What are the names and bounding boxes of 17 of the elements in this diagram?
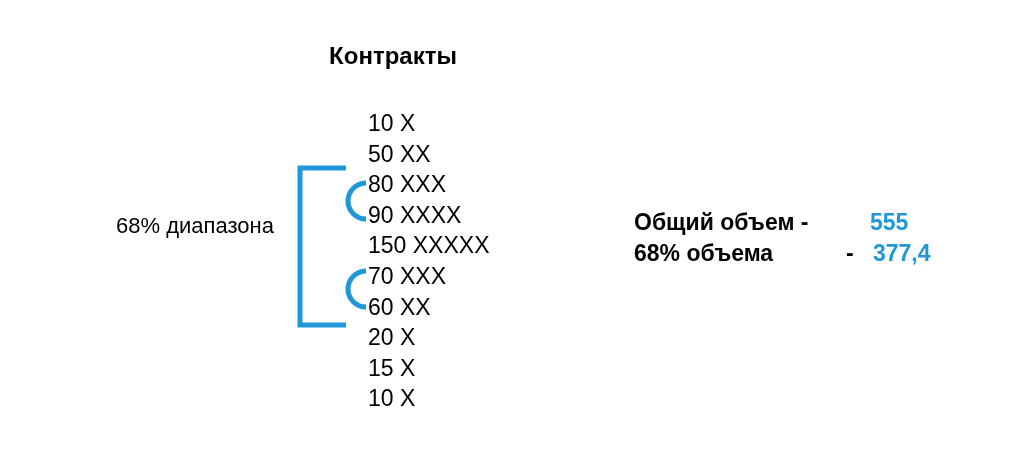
list-item: 60 XX: [368, 292, 432, 322]
list-item: 10 X: [368, 384, 417, 414]
list-item: 80 XXX: [368, 170, 447, 200]
summary-value: 555: [870, 208, 909, 237]
range-note: 68% диапазона: [115, 212, 275, 240]
summary-label: 68% объема: [634, 239, 774, 268]
summary-label: Общий объем -: [634, 208, 809, 237]
list-item: 50 XX: [368, 139, 432, 169]
list-item: 70 XXX: [368, 261, 447, 291]
list-item: 10 X: [368, 109, 417, 138]
list-item: 15 X: [368, 353, 417, 383]
dash: -: [846, 239, 854, 268]
list-item: 90 XXXX: [368, 200, 463, 230]
title: Контракты: [328, 41, 458, 71]
summary-value: 377,4: [873, 239, 931, 268]
list-item: 20 X: [368, 323, 417, 353]
list-item: 150 XXXXX: [368, 231, 490, 261]
